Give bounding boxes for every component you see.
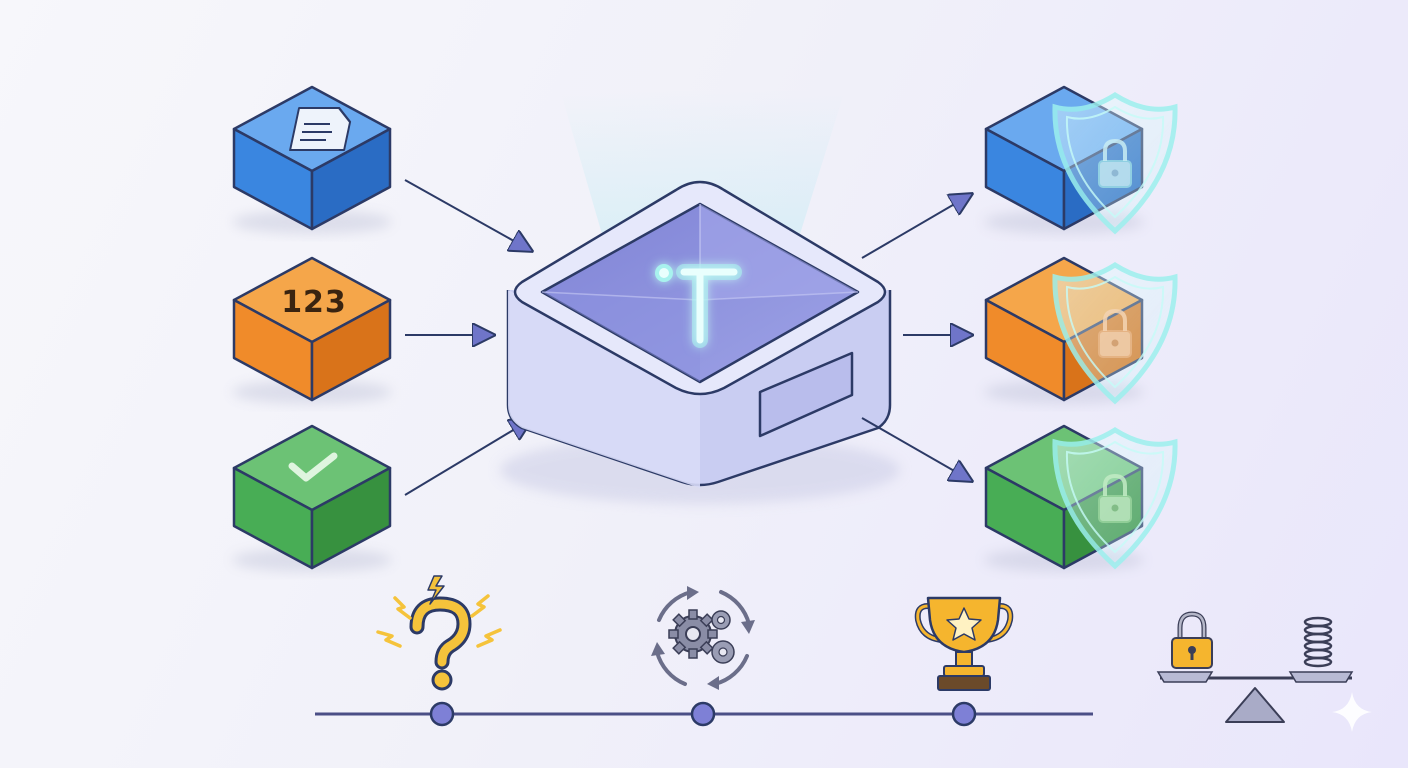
document-icon: [289, 107, 352, 151]
input-cube-document: [232, 85, 392, 234]
output-cube-orange: [984, 256, 1178, 405]
timeline-node-3: [951, 701, 977, 727]
timeline: [315, 701, 1093, 727]
balance-scale-icon: [1156, 611, 1354, 723]
timeline-node-2: [690, 701, 716, 727]
number-label: 123: [281, 285, 347, 320]
input-arrows: [404, 179, 530, 496]
spring-icon: [1303, 616, 1333, 668]
processor-unit: [500, 90, 900, 504]
arrow-out-3: [861, 417, 970, 480]
input-cube-check: [232, 424, 392, 572]
shield-lock-icon: [1052, 92, 1178, 235]
sparkle-icon: [1332, 692, 1372, 732]
arrow-in-1: [404, 179, 530, 250]
question-lightning-icon: [376, 575, 502, 691]
gears-cycle-icon: [651, 586, 755, 690]
arrow-in-3: [404, 420, 530, 496]
lock-icon: [1171, 611, 1213, 669]
check-icon: [288, 452, 338, 482]
shield-lock-icon: [1052, 262, 1178, 405]
trophy-icon: [914, 596, 1014, 691]
input-cubes: 123: [232, 85, 392, 572]
output-arrows: [861, 195, 970, 480]
input-cube-number: 123: [232, 256, 392, 404]
processor-slot: [758, 351, 854, 438]
output-cube-blue: [984, 85, 1178, 235]
timeline-node-1: [429, 701, 455, 727]
output-cubes: [984, 85, 1178, 572]
arrow-out-1: [861, 195, 970, 259]
t-logo-icon: [655, 264, 742, 348]
output-cube-green: [984, 424, 1178, 572]
shield-lock-icon: [1052, 427, 1178, 570]
